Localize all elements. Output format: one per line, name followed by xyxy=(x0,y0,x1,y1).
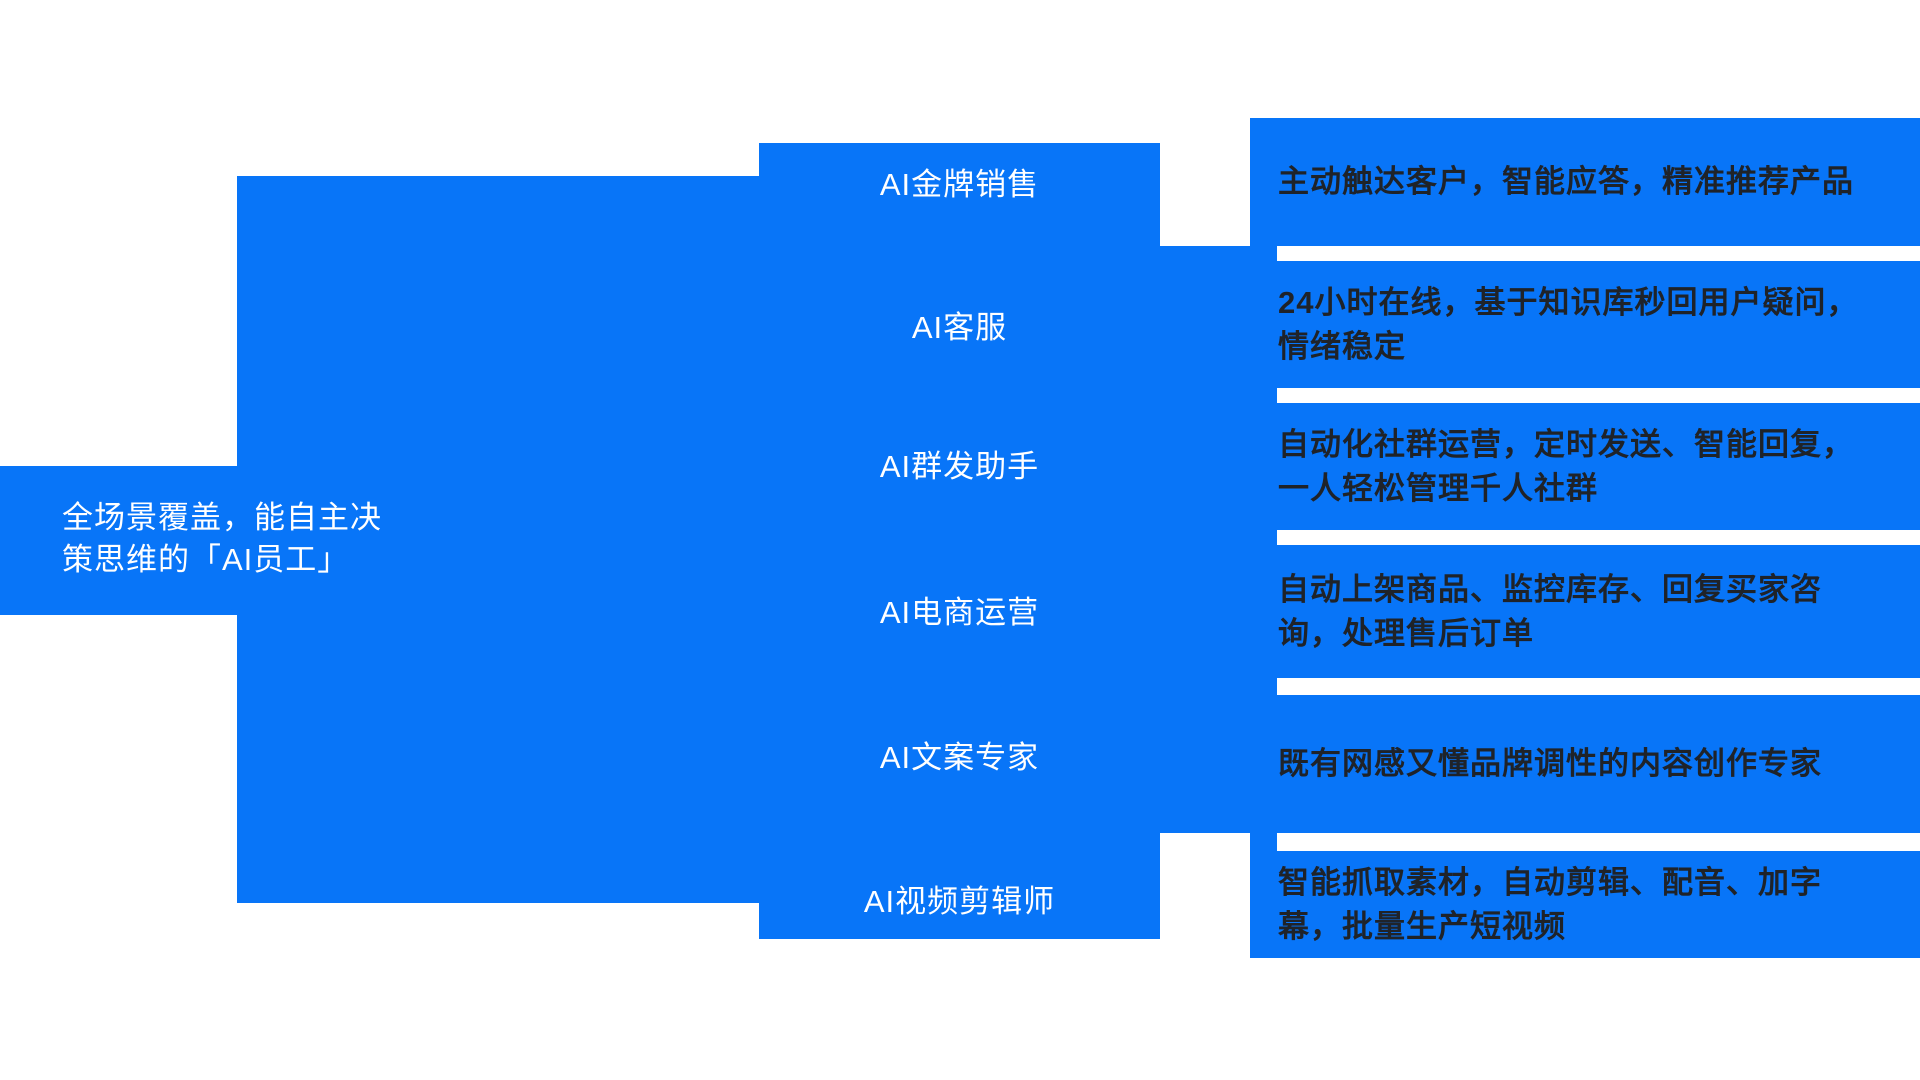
separator xyxy=(1277,246,1920,261)
separator xyxy=(1277,388,1920,403)
role-box-last xyxy=(759,829,1160,939)
role-label-sales: AI金牌销售 xyxy=(879,167,1040,202)
separator xyxy=(1277,530,1920,545)
role-description-service: 24小时在线，基于知识库秒回用户疑问， 情绪稳定 xyxy=(1278,284,1859,364)
role-label-video-editor: AI视频剪辑师 xyxy=(863,884,1056,919)
role-box-first xyxy=(759,143,1160,253)
role-description-broadcast: 自动化社群运营，定时发送、智能回复， 一人轻松管理千人社群 xyxy=(1278,426,1854,506)
role-label-ecommerce: AI电商运营 xyxy=(879,595,1040,630)
intro-title: 全场景覆盖，能自主决 策思维的「AI员工」 xyxy=(62,500,382,577)
role-label-copywriter: AI文案专家 xyxy=(879,740,1040,775)
role-description-ecommerce: 自动上架商品、监控库存、回复买家咨 询，处理售后订单 xyxy=(1278,571,1822,651)
role-description-copywriter: 既有网感又懂品牌调性的内容创作专家 xyxy=(1278,746,1822,781)
separator xyxy=(1277,833,1920,851)
role-description-video-editor: 智能抓取素材，自动剪辑、配音、加字 幕，批量生产短视频 xyxy=(1278,864,1822,944)
roles-background-rect xyxy=(237,176,1160,903)
role-label-service: AI客服 xyxy=(911,310,1008,345)
role-description-sales: 主动触达客户，智能应答，精准推荐产品 xyxy=(1278,164,1854,199)
connector-rect xyxy=(1160,246,1252,833)
separator xyxy=(1277,678,1920,695)
role-label-broadcast: AI群发助手 xyxy=(879,449,1040,484)
intro-box xyxy=(0,466,239,615)
